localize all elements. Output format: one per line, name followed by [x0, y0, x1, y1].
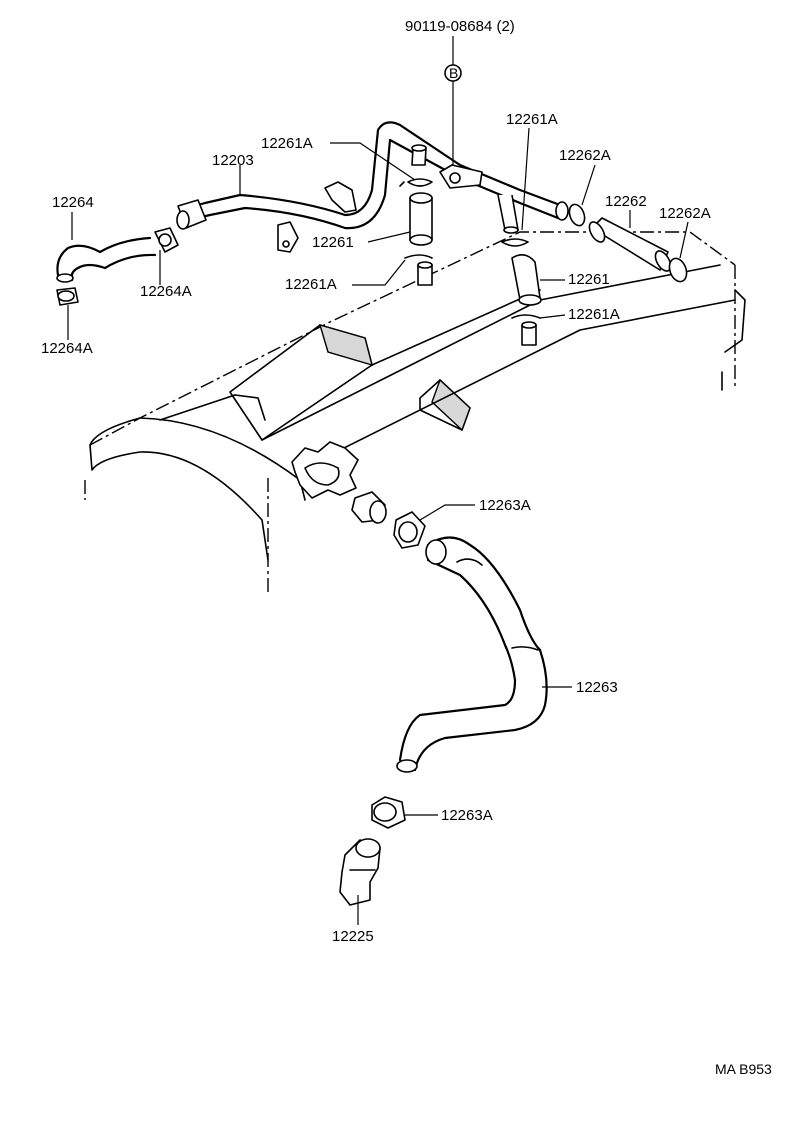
clip-12261a-mid	[501, 238, 529, 247]
label-clip-12261a-3: 12261A	[285, 276, 337, 293]
hose-12264	[56, 236, 157, 283]
label-clamp-12263a-1: 12263A	[479, 497, 531, 514]
tube-12203	[176, 121, 569, 253]
hose-12261-left	[409, 192, 433, 246]
label-tube-12203: 12203	[212, 152, 254, 169]
label-hose-12261-left: 12261	[312, 234, 354, 251]
label-hose-12262: 12262	[605, 193, 647, 210]
label-bolt-90119: 90119-08684 (2)	[405, 18, 515, 35]
bolt-badge-letter: B	[449, 65, 458, 81]
label-valve-12225: 12225	[332, 928, 374, 945]
bolt-90119	[444, 36, 462, 165]
label-hose-12264: 12264	[52, 194, 94, 211]
label-clamp-12264a-1: 12264A	[140, 283, 192, 300]
hose-12262	[588, 217, 672, 272]
label-clamp-12262a-1: 12262A	[559, 147, 611, 164]
clamp-12263a-lower	[371, 796, 406, 829]
label-clip-12261a-4: 12261A	[568, 306, 620, 323]
label-clamp-12262a-2: 12262A	[659, 205, 711, 222]
clamp-12262a-left	[568, 203, 586, 227]
label-hose-12261-right: 12261	[568, 271, 610, 288]
clamp-12262a-right	[668, 257, 688, 283]
label-clip-12261a-1: 12261A	[261, 135, 313, 152]
fitting-right-lower	[511, 314, 541, 346]
label-hose-12263: 12263	[576, 679, 618, 696]
pcv-grommet	[351, 491, 387, 524]
label-clamp-12263a-2: 12263A	[441, 807, 493, 824]
hose-12261-right	[511, 254, 542, 306]
leader-lines	[67, 127, 689, 925]
label-clamp-12264a-2: 12264A	[41, 340, 93, 357]
clamp-12264a-lower	[56, 287, 79, 306]
clamp-12264a-upper	[154, 227, 179, 253]
pcv-valve-12225	[339, 838, 381, 906]
label-clip-12261a-2: 12261A	[506, 111, 558, 128]
fitting-left-lower	[404, 254, 433, 286]
hose-12263	[396, 536, 548, 773]
diagram-code: MA B953	[715, 1061, 772, 1077]
clip-12261a-upper-left	[399, 178, 433, 187]
clamp-12263a-upper	[393, 511, 426, 549]
